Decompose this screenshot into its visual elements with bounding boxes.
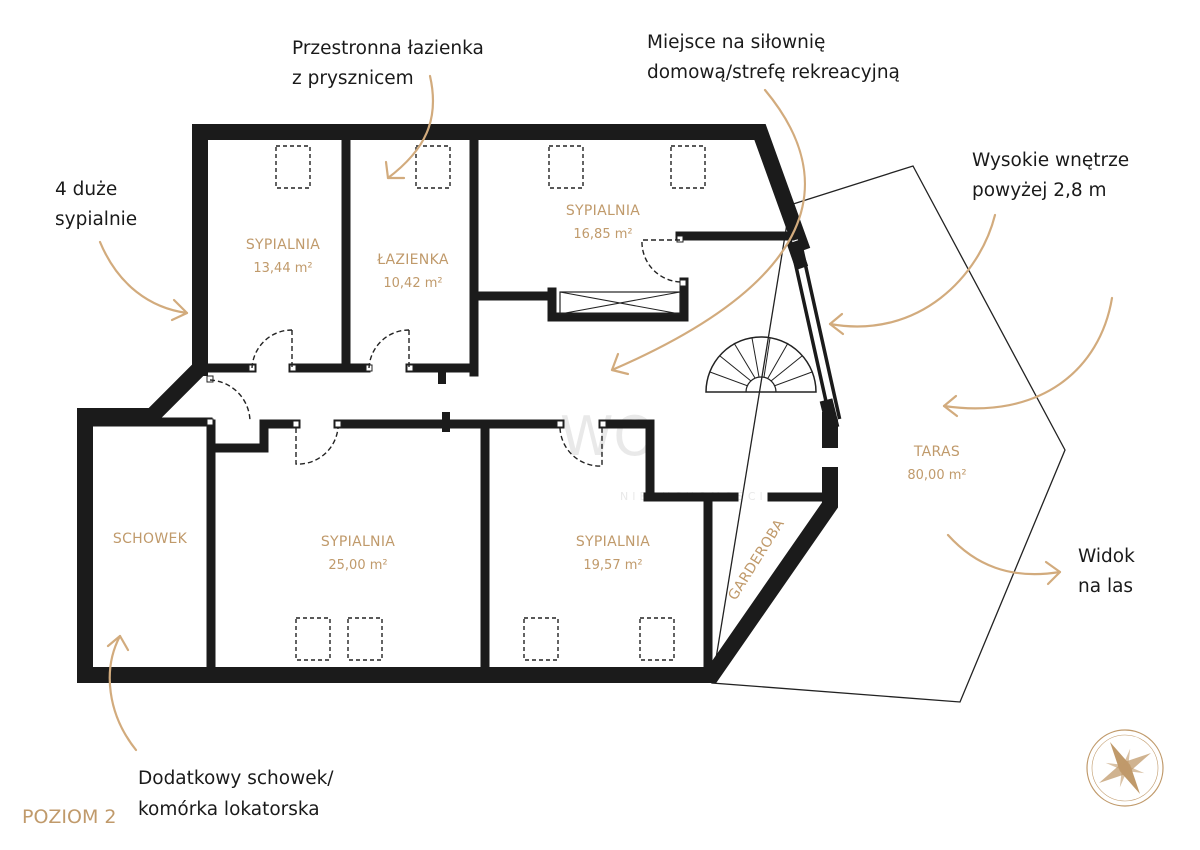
annotations: Przestronna łazienka z prysznicem Miejsc… [22,32,1135,828]
annotation-bathroom-line2: z prysznicem [292,68,414,89]
arrow-gym [610,88,806,372]
utility-box [559,291,681,315]
arrow-view [946,533,1062,576]
annotation-bedrooms-line1: 4 duże [55,179,117,200]
annotation-bathroom-line1: Przestronna łazienka [292,38,484,59]
room-bed3-name: SYPIALNIA [321,534,395,550]
room-terrace-name: TARAS [913,444,960,460]
skylights [275,145,706,661]
annotation-bedrooms-line2: sypialnie [55,209,137,230]
arrow-bedrooms [98,240,189,315]
arrow-height [828,213,997,328]
room-terrace-area: 80,00 m² [907,468,966,483]
arrow-storage [108,634,138,752]
room-bath-name: ŁAZIENKA [376,252,449,268]
room-labels: SYPIALNIA 13,44 m² ŁAZIENKA 10,42 m² SYP… [113,203,967,603]
annotation-height-line1: Wysokie wnętrze [972,150,1129,171]
annotation-view-line2: na las [1078,576,1133,597]
room-bed1-area: 13,44 m² [253,261,312,276]
watermark-main: WO [560,405,656,468]
room-storage-name: SCHOWEK [113,531,188,547]
terrace-outline [711,165,1066,703]
room-bed1-name: SYPIALNIA [246,237,320,253]
annotation-storage-line2: komórka lokatorska [138,799,320,820]
spiral-stairs-icon [705,336,817,393]
arrow-bathroom [386,74,435,180]
slanted-window [786,238,842,430]
annotation-gym-line2: domową/strefę rekreacyjną [647,62,900,83]
arrow-terrace [942,296,1114,410]
annotation-storage-line1: Dodatkowy schowek/ [138,768,334,789]
annotation-view-line1: Widok [1078,546,1135,567]
watermark: WO NIERUCHOMOŚCI [560,405,763,503]
room-bed2-area: 16,85 m² [573,227,632,242]
room-bath-area: 10,42 m² [383,276,442,291]
annotation-arrows [98,74,1114,752]
compass-rose-icon [1086,729,1164,807]
annotation-gym-line1: Miejsce na siłownię [647,32,825,53]
doors [209,239,683,467]
room-bed4-name: SYPIALNIA [576,534,650,550]
room-bed3-area: 25,00 m² [328,558,387,573]
annotation-height-line2: powyżej 2,8 m [972,180,1107,201]
room-bed4-area: 19,57 m² [583,558,642,573]
level-label: POZIOM 2 [22,806,117,828]
exterior-walls [77,124,838,683]
room-bed2-name: SYPIALNIA [566,203,640,219]
interior-walls [86,133,835,675]
